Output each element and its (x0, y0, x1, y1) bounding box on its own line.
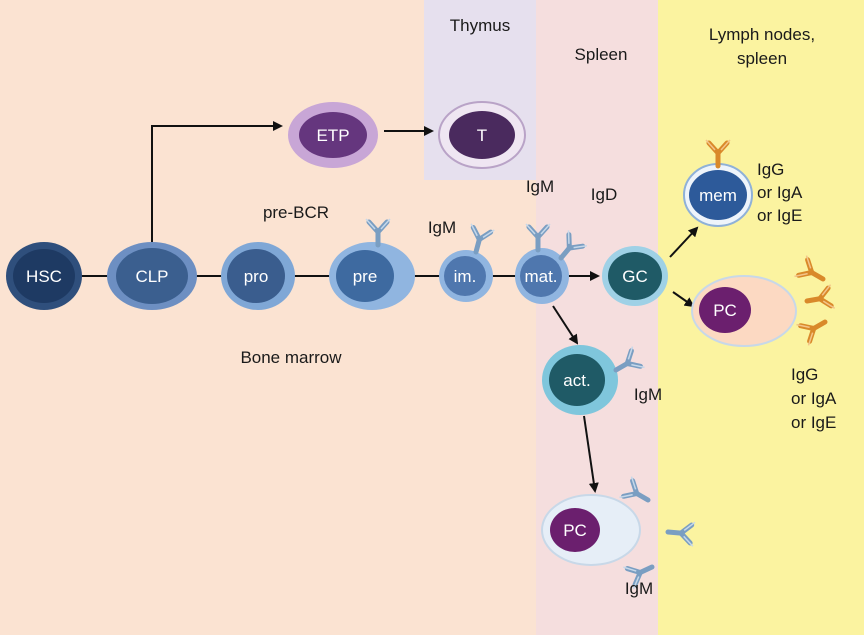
activated-b-cell: act. (542, 345, 645, 415)
mem-isotype-igg: IgG (757, 160, 784, 179)
igd-mat-label: IgD (591, 185, 617, 204)
igm-pc-label: IgM (625, 579, 653, 598)
pre-bcr-label: pre-BCR (263, 203, 329, 222)
pc-spleen-label: PC (563, 521, 587, 540)
arrow-gc-mem (669, 226, 699, 258)
arrow-mat-act (552, 305, 579, 345)
etp-cell: ETP (288, 102, 378, 168)
mature-label: mat. (524, 267, 557, 286)
arrow-act-pc (583, 415, 599, 493)
germinal-center-b-cell: GC (602, 246, 668, 306)
pc-isotype-igg: IgG (791, 365, 818, 384)
plasma-cell-lymph: PC (691, 275, 797, 347)
clp-cell: CLP (107, 242, 197, 310)
bone-marrow-label: Bone marrow (240, 348, 342, 367)
plasma-cell-spleen: PC (541, 494, 641, 566)
clp-label: CLP (135, 267, 168, 286)
immature-b-cell: im. (439, 224, 494, 302)
pre-label: pre (353, 267, 378, 286)
pc-isotype-iga: or IgA (791, 389, 837, 408)
igm-im-label: IgM (428, 218, 456, 237)
memory-b-cell: mem (683, 140, 753, 227)
t-label: T (477, 126, 487, 145)
mature-b-cell: mat. (515, 224, 587, 304)
arrow-gc-pc (672, 291, 695, 308)
arrow-clp-etp (151, 121, 283, 248)
act-label: act. (563, 371, 590, 390)
thymus-label: Thymus (450, 16, 510, 35)
igm-act-label: IgM (634, 385, 662, 404)
etp-label: ETP (316, 126, 349, 145)
immature-label: im. (454, 267, 477, 286)
lymph-nodes-label-line1: Lymph nodes, (709, 25, 815, 44)
hsc-label: HSC (26, 267, 62, 286)
mem-isotype-ige: or IgE (757, 206, 802, 225)
lymph-nodes-label-line2: spleen (737, 49, 787, 68)
igm-mat-label: IgM (526, 177, 554, 196)
pro-b-cell: pro (221, 242, 295, 310)
mem-label: mem (699, 186, 737, 205)
hsc-cell: HSC (6, 242, 82, 310)
pc-isotype-ige: or IgE (791, 413, 836, 432)
pc-lymph-label: PC (713, 301, 737, 320)
spleen-label: Spleen (575, 45, 628, 64)
pre-b-cell: pre (329, 219, 415, 310)
gc-label: GC (622, 267, 648, 286)
pro-label: pro (244, 267, 269, 286)
t-cell: T (438, 101, 526, 169)
mem-isotype-iga: or IgA (757, 183, 803, 202)
